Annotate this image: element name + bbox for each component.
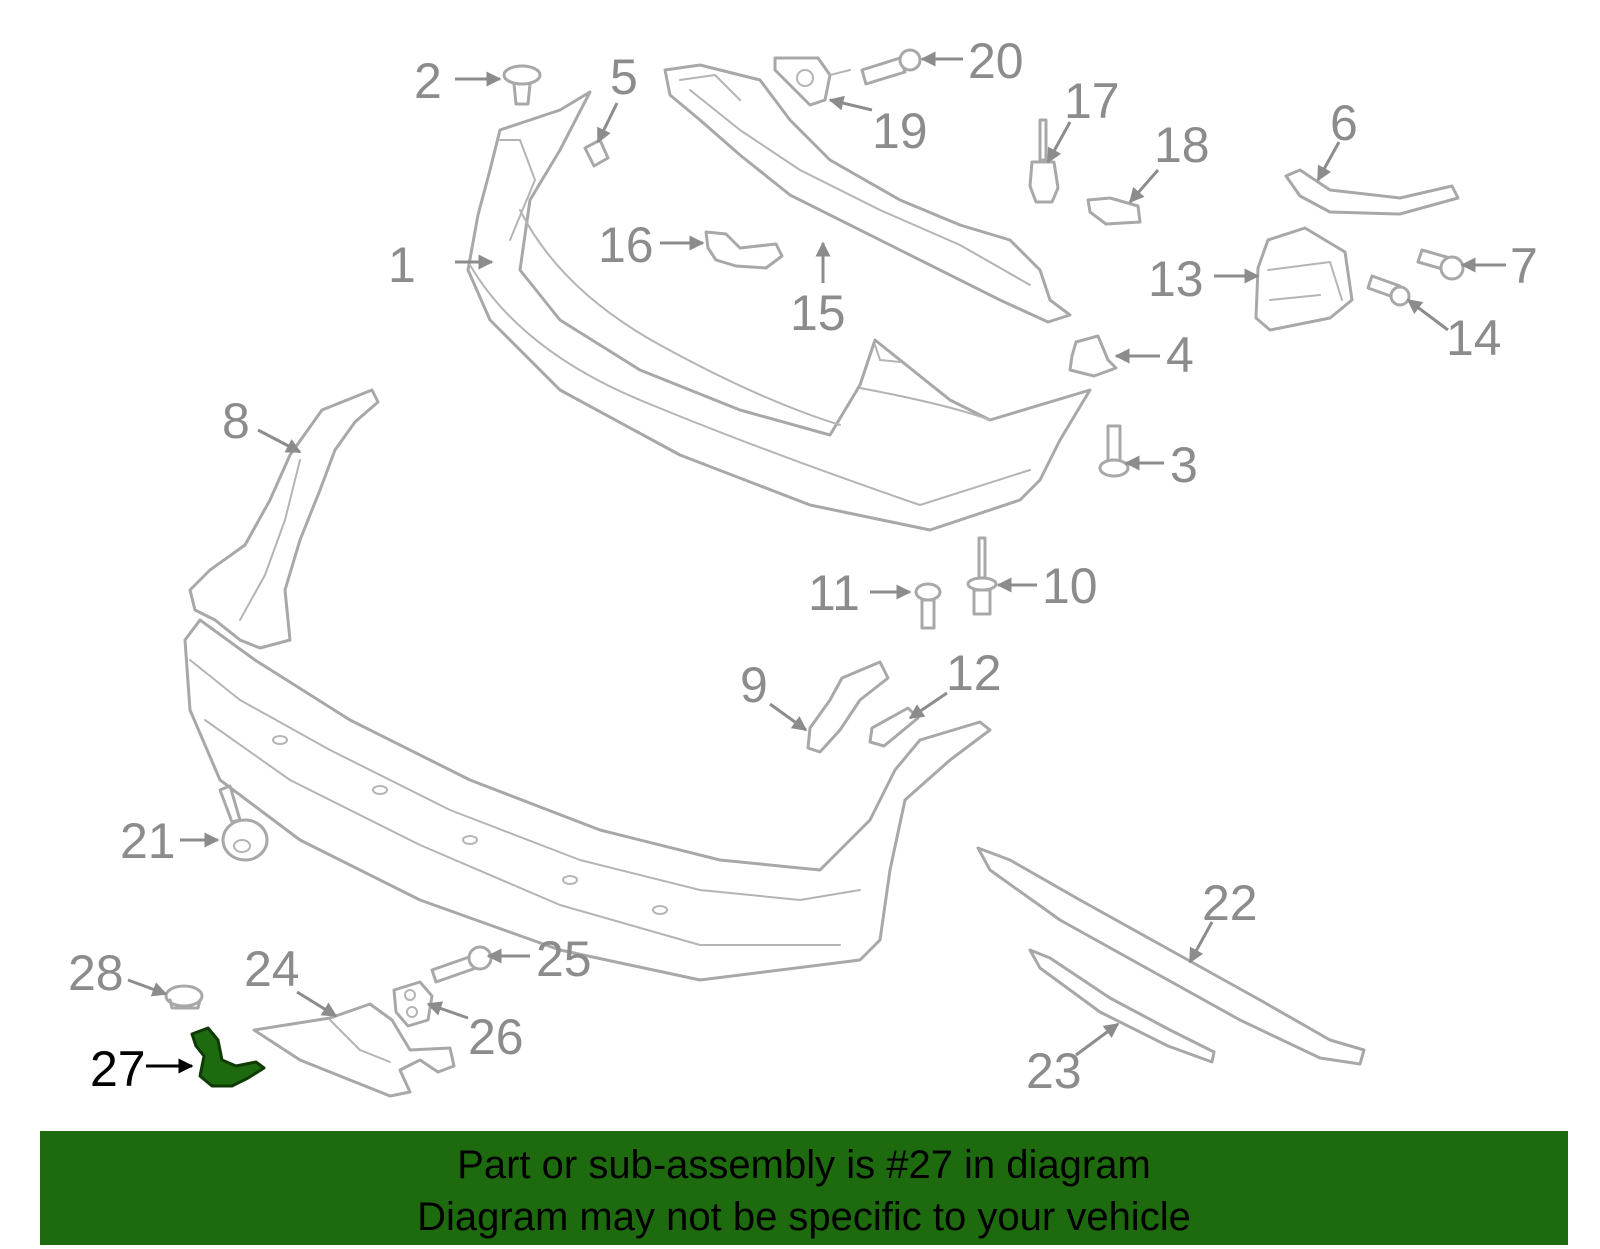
callout-14: 14 bbox=[1446, 310, 1502, 366]
sensor-21[interactable] bbox=[218, 784, 269, 862]
callout-23: 23 bbox=[1026, 1043, 1082, 1099]
side-bracket-8[interactable] bbox=[188, 388, 380, 650]
callout-21: 21 bbox=[120, 813, 176, 869]
info-banner: Part or sub-assembly is #27 in diagram D… bbox=[40, 1131, 1568, 1245]
callout-25: 25 bbox=[536, 931, 592, 987]
rivet-10[interactable] bbox=[966, 536, 998, 616]
bracket-9[interactable] bbox=[806, 660, 890, 754]
callout-10: 10 bbox=[1042, 558, 1098, 614]
callout-1: 1 bbox=[388, 237, 416, 293]
bolt-25[interactable] bbox=[430, 945, 493, 984]
callout-28: 28 bbox=[68, 945, 124, 1001]
bolt-20[interactable] bbox=[860, 48, 922, 86]
callout-22: 22 bbox=[1202, 875, 1258, 931]
side-bracket-13[interactable] bbox=[1254, 226, 1354, 332]
callout-27: 27 bbox=[90, 1041, 146, 1097]
nut-28[interactable] bbox=[164, 984, 204, 1010]
bumper-cover-part[interactable] bbox=[466, 90, 1092, 532]
callout-8: 8 bbox=[222, 393, 250, 449]
highlighted-part-27[interactable] bbox=[190, 1026, 266, 1088]
bolt-11[interactable] bbox=[914, 582, 942, 630]
bumper-reinforcement-part[interactable] bbox=[663, 63, 1072, 324]
callout-18: 18 bbox=[1154, 117, 1210, 173]
bracket-16[interactable] bbox=[704, 230, 784, 270]
bolt-7[interactable] bbox=[1416, 248, 1465, 281]
callout-17: 17 bbox=[1064, 73, 1120, 129]
bracket-18[interactable] bbox=[1086, 196, 1142, 226]
plate-26[interactable] bbox=[392, 980, 434, 1028]
callout-3: 3 bbox=[1170, 437, 1198, 493]
bolt-3[interactable] bbox=[1098, 424, 1130, 478]
trim-strip-23[interactable] bbox=[1028, 948, 1216, 1064]
callout-6: 6 bbox=[1330, 95, 1358, 151]
leader-arrows bbox=[127, 51, 1506, 1074]
sensor-17[interactable] bbox=[1028, 118, 1060, 204]
bolt-14[interactable] bbox=[1366, 274, 1411, 307]
banner-line-1: Part or sub-assembly is #27 in diagram bbox=[457, 1143, 1151, 1187]
callout-11: 11 bbox=[808, 565, 860, 621]
callout-9: 9 bbox=[740, 657, 768, 713]
callout-19: 19 bbox=[872, 103, 928, 159]
parts-diagram: 1 2 3 4 5 6 7 8 9 10 11 12 13 14 15 16 1… bbox=[68, 33, 1538, 1099]
callout-12: 12 bbox=[946, 645, 1002, 701]
callout-labels: 1 2 3 4 5 6 7 8 9 10 11 12 13 14 15 16 1… bbox=[68, 33, 1538, 1099]
lower-bumper-part[interactable] bbox=[183, 618, 992, 982]
callout-15: 15 bbox=[790, 285, 846, 341]
callout-26: 26 bbox=[468, 1009, 524, 1065]
callout-20: 20 bbox=[968, 33, 1024, 89]
tow-cover-24[interactable] bbox=[252, 1002, 456, 1098]
bracket-plate-19[interactable] bbox=[773, 56, 851, 107]
callout-4: 4 bbox=[1166, 327, 1194, 383]
callout-5: 5 bbox=[610, 49, 638, 105]
bracket-strip-6[interactable] bbox=[1284, 168, 1460, 216]
callout-13: 13 bbox=[1148, 251, 1204, 307]
callout-2: 2 bbox=[414, 53, 442, 109]
trim-strip-22[interactable] bbox=[976, 846, 1366, 1066]
banner-line-2: Diagram may not be specific to your vehi… bbox=[417, 1195, 1191, 1239]
clip-nut-5[interactable] bbox=[583, 138, 610, 168]
clip-nut-4[interactable] bbox=[1068, 334, 1118, 378]
callout-24: 24 bbox=[244, 941, 300, 997]
pad-12[interactable] bbox=[868, 706, 920, 748]
push-clip-2[interactable] bbox=[502, 64, 542, 106]
callout-7: 7 bbox=[1510, 238, 1538, 294]
callout-16: 16 bbox=[598, 217, 654, 273]
